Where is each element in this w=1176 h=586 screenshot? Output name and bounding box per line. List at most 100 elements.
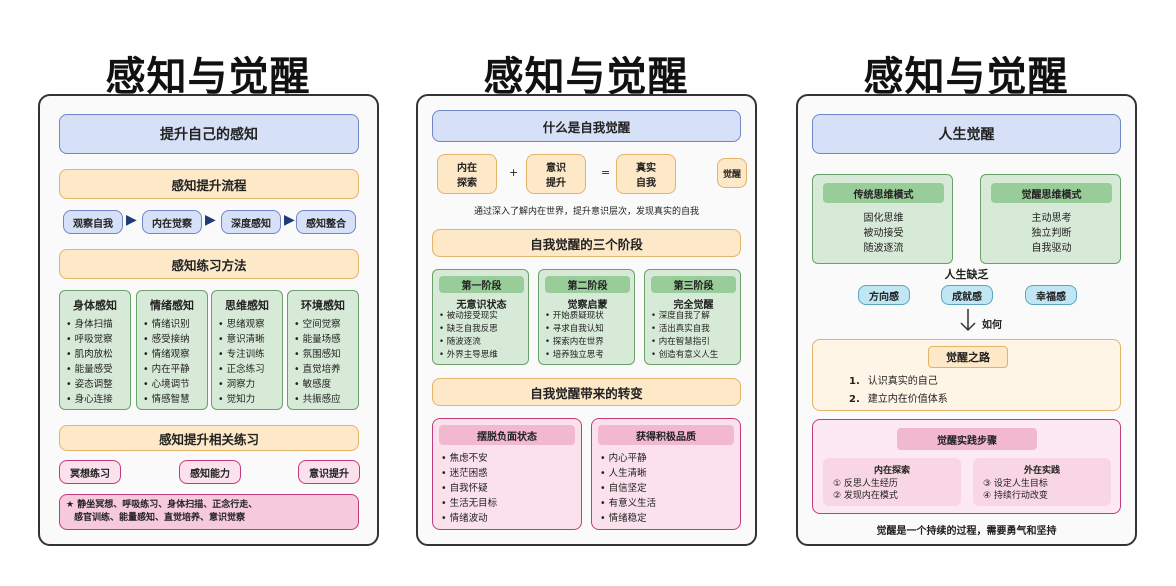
change-list: 焦虑不安 迷茫困惑 自我怀疑 生活无目标 情绪波动 — [441, 451, 498, 526]
list-item: 姿态调整 — [66, 377, 130, 392]
practice-group: 外在实践 ③ 设定人生目标 ④ 持续行动改变 — [973, 458, 1111, 506]
method-name: 环境感知 — [301, 299, 345, 312]
list-item: 生活无目标 — [441, 496, 498, 511]
mode-item: 随波逐流 — [863, 243, 904, 254]
list-item: 呼吸觉察 — [66, 332, 130, 347]
eq-line: 探索 — [457, 178, 477, 189]
list-item: 被动接受现实 — [439, 310, 498, 323]
lack-badge: 方向感 — [858, 285, 910, 305]
stage-card: 第三阶段 完全觉醒 深度自我了解 活出真实自我 内在智慧指引 创造有意义人生 — [644, 269, 741, 365]
stages-title: 自我觉醒的三个阶段 — [432, 229, 741, 257]
mode-name: 传统思维模式 — [823, 183, 944, 203]
methods-title: 感知练习方法 — [59, 249, 359, 279]
panel3-header: 人生觉醒 — [812, 114, 1121, 154]
change-card: 获得积极品质 内心平静 人生清晰 自信坚定 有意义生活 情绪稳定 — [591, 418, 741, 530]
list-item: 专注训练 — [218, 347, 282, 362]
list-item: 深度自我了解 — [651, 310, 718, 323]
list-item: 内在智慧指引 — [651, 336, 718, 349]
list-item: 自我怀疑 — [441, 481, 497, 496]
how-label: 如何 — [982, 320, 1002, 331]
related-tag: 意识提升 — [298, 460, 360, 484]
mode-item: 自我驱动 — [1031, 243, 1072, 254]
list-item: 能量场感 — [294, 332, 358, 347]
list-item: 外界主导思维 — [439, 349, 498, 362]
list-item: 意识清晰 — [218, 332, 282, 347]
method-list: 身体扫描 呼吸觉察 肌肉放松 能量感受 姿态调整 身心连接 — [66, 317, 130, 407]
arrow-right-icon: ▶ — [284, 212, 295, 228]
list-item: 焦虑不安 — [441, 451, 497, 466]
change-list: 内心平静 人生清晰 自信坚定 有意义生活 情绪稳定 — [600, 451, 657, 526]
list-item: 情绪观察 — [143, 347, 207, 362]
list-item: 缺乏自我反思 — [439, 323, 498, 336]
path-num: 2. — [849, 394, 860, 405]
changes-title: 自我觉醒带来的转变 — [432, 378, 741, 406]
mode-card: 觉醒思维模式 主动思考 独立判断 自我驱动 — [980, 174, 1121, 264]
stage-list: 被动接受现实 缺乏自我反思 随波逐流 外界主导思维 — [439, 310, 498, 362]
practice-note: ★ 静坐冥想、呼吸练习、身体扫描、正念行走、 感官训练、能量感知、直觉培养、意识… — [59, 494, 359, 530]
list-item: 迷茫困惑 — [441, 466, 497, 481]
list-item: 敏感度 — [294, 377, 358, 392]
list-item: 共振感应 — [294, 392, 358, 407]
plus-sign: + — [509, 166, 519, 179]
list-item: 正念练习 — [218, 362, 282, 377]
method-column: 情绪感知 情绪识别 感受接纳 情绪观察 内在平静 心境调节 情感智慧 — [136, 290, 208, 410]
list-item: 氛围感知 — [294, 347, 358, 362]
method-list: 情绪识别 感受接纳 情绪观察 内在平静 心境调节 情感智慧 — [143, 317, 207, 407]
lack-title: 人生缺乏 — [944, 268, 989, 281]
arrow-right-icon: ▶ — [126, 212, 137, 228]
list-item: 开始质疑现状 — [545, 310, 604, 323]
mode-card: 传统思维模式 固化思维 被动接受 随波逐流 — [812, 174, 953, 264]
list-item: 内心平静 — [600, 451, 656, 466]
eq-line: 意识 — [546, 163, 566, 174]
list-item: 直觉培养 — [294, 362, 358, 377]
stage-list: 深度自我了解 活出真实自我 内在智慧指引 创造有意义人生 — [651, 310, 719, 362]
lack-badge: 成就感 — [941, 285, 993, 305]
method-list: 思绪观察 意识清晰 专注训练 正念练习 洞察力 觉知力 — [218, 317, 282, 407]
panel3-title: 感知与觉醒 — [863, 54, 1069, 100]
list-item: 情感智慧 — [143, 392, 207, 407]
list-item: 有意义生活 — [600, 496, 657, 511]
panel2-card: 什么是自我觉醒 内在 探索 + 意识 提升 = 真实 自我 觉醒 通过深入了解内… — [416, 94, 757, 546]
list-item: 情绪波动 — [441, 511, 497, 526]
method-list: 空间觉察 能量场感 氛围感知 直觉培养 敏感度 共振感应 — [294, 317, 358, 407]
stage-label: 第二阶段 — [545, 276, 630, 293]
mode-name: 觉醒思维模式 — [991, 183, 1112, 203]
panel2-title: 感知与觉醒 — [483, 54, 689, 100]
equation-box: 内在 探索 — [437, 154, 497, 194]
equals-sign: = — [601, 166, 611, 179]
group-item: ② 发现内在模式 — [833, 491, 898, 501]
group-name: 内在探索 — [873, 466, 910, 476]
list-item: 洞察力 — [218, 377, 282, 392]
path-text: 认识真实的自己 — [867, 376, 938, 387]
mode-item: 主动思考 — [1031, 213, 1072, 224]
method-column: 环境感知 空间觉察 能量场感 氛围感知 直觉培养 敏感度 共振感应 — [287, 290, 359, 410]
list-item: 身体扫描 — [66, 317, 130, 332]
related-title: 感知提升相关练习 — [59, 425, 359, 451]
change-card: 摆脱负面状态 焦虑不安 迷茫困惑 自我怀疑 生活无目标 情绪波动 — [432, 418, 582, 530]
method-name: 情绪感知 — [150, 299, 194, 312]
description: 通过深入了解内在世界，提升意识层次，发现真实的自我 — [473, 207, 699, 217]
list-item: 情绪识别 — [143, 317, 207, 332]
list-item: 心境调节 — [143, 377, 207, 392]
list-item: 随波逐流 — [439, 336, 498, 349]
panel3-card: 人生觉醒 传统思维模式 固化思维 被动接受 随波逐流 觉醒思维模式 主动思考 独… — [796, 94, 1137, 546]
mode-item: 独立判断 — [1031, 228, 1072, 239]
eq-line: 提升 — [546, 178, 566, 189]
list-item: 活出真实自我 — [651, 323, 718, 336]
group-item: ③ 设定人生目标 — [983, 479, 1048, 489]
mode-item: 被动接受 — [863, 228, 904, 239]
group-name: 外在实践 — [1023, 466, 1060, 476]
stage-label: 第一阶段 — [439, 276, 524, 293]
path-card: 觉醒之路 1.认识真实的自己 2.建立内在价值体系 — [812, 339, 1121, 411]
arrow-right-icon: ▶ — [205, 212, 216, 228]
practice-card: 觉醒实践步骤 内在探索 ① 反思人生经历 ② 发现内在模式 外在实践 ③ 设定人… — [812, 419, 1121, 514]
panel1-card: 提升自己的感知 感知提升流程 观察自我 ▶ 内在觉察 ▶ 深度感知 ▶ 感知整合… — [38, 94, 379, 546]
list-item: 寻求自我认知 — [545, 323, 604, 336]
process-step: 深度感知 — [221, 210, 281, 234]
stage-name: 无意识状态 — [456, 300, 507, 311]
list-item: 情绪稳定 — [600, 511, 656, 526]
method-column: 思维感知 思绪观察 意识清晰 专注训练 正念练习 洞察力 觉知力 — [211, 290, 283, 410]
eq-line: 内在 — [457, 163, 477, 174]
change-name: 摆脱负面状态 — [439, 425, 575, 445]
stage-label: 第三阶段 — [651, 276, 736, 293]
